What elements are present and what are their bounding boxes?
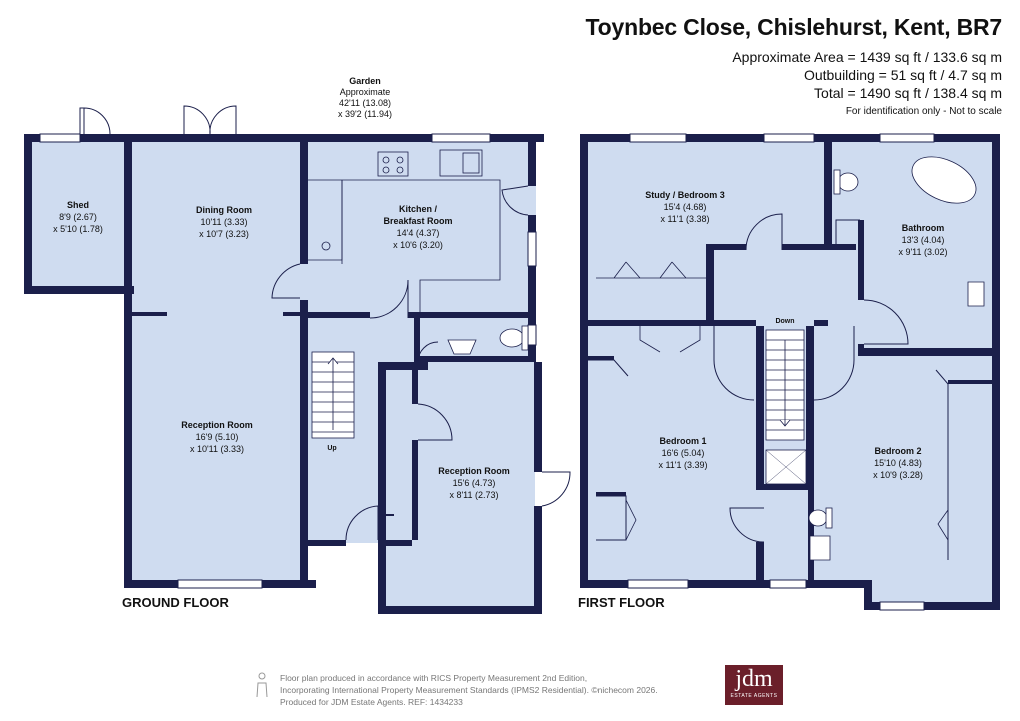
room-label-shed: Shed 8'9 (2.67) x 5'10 (1.78) [53,200,103,234]
first-floor-labels: Study / Bedroom 3 15'4 (4.68) x 11'1 (3.… [645,190,947,480]
svg-text:x 10'7 (3.23): x 10'7 (3.23) [199,229,249,239]
footer-notes: Floor plan produced in accordance with R… [280,672,658,708]
garden-label: Garden Approximate 42'11 (13.08) x 39'2 … [338,76,392,119]
svg-text:Kitchen /: Kitchen / [399,204,438,214]
svg-text:x 10'11 (3.33): x 10'11 (3.33) [190,444,244,454]
person-icon [256,672,268,698]
svg-text:x 9'11 (3.02): x 9'11 (3.02) [898,247,947,257]
svg-text:Bedroom 2: Bedroom 2 [874,446,921,456]
logo-text: jdm [735,666,773,692]
svg-text:x 39'2 (11.94): x 39'2 (11.94) [338,109,392,119]
svg-text:x 11'1 (3.38): x 11'1 (3.38) [660,214,709,224]
svg-text:Breakfast Room: Breakfast Room [383,216,452,226]
svg-text:16'9 (5.10): 16'9 (5.10) [196,432,239,442]
first-floor-label: FIRST FLOOR [578,595,665,610]
footer-line-1: Floor plan produced in accordance with R… [280,673,588,683]
room-label-reception-room-1: Reception Room 16'9 (5.10) x 10'11 (3.33… [181,420,253,454]
footer-line-3: Produced for JDM Estate Agents. REF: 143… [280,697,463,707]
svg-text:42'11 (13.08): 42'11 (13.08) [339,98,391,108]
svg-text:Shed: Shed [67,200,89,210]
svg-text:Bedroom 1: Bedroom 1 [659,436,706,446]
footer-line-2: Incorporating International Property Mea… [280,685,658,695]
svg-text:Reception Room: Reception Room [438,466,510,476]
svg-text:10'11 (3.33): 10'11 (3.33) [200,217,247,227]
svg-text:Reception Room: Reception Room [181,420,253,430]
stairs-down-label: Down [775,318,794,325]
jdm-logo: jdm ESTATE AGENTS [725,665,783,705]
room-label-bedroom-1: Bedroom 1 16'6 (5.04) x 11'1 (3.39) [658,436,707,470]
first-floor-plan [580,133,1000,611]
room-label-bathroom: Bathroom 13'3 (4.04) x 9'11 (3.02) [898,223,947,257]
svg-text:13'3 (4.04): 13'3 (4.04) [902,235,945,245]
room-label-dining-room: Dining Room 10'11 (3.33) x 10'7 (3.23) [196,205,252,239]
approximate-area: Approximate Area = 1439 sq ft / 133.6 sq… [732,49,1002,65]
svg-text:15'10 (4.83): 15'10 (4.83) [874,458,922,468]
svg-text:14'4 (4.37): 14'4 (4.37) [397,228,440,238]
svg-text:Approximate: Approximate [340,87,391,97]
room-label-study-bedroom-3: Study / Bedroom 3 15'4 (4.68) x 11'1 (3.… [645,190,725,224]
svg-text:Study / Bedroom 3: Study / Bedroom 3 [645,190,725,200]
svg-text:15'6 (4.73): 15'6 (4.73) [453,478,496,488]
svg-text:Bathroom: Bathroom [902,223,945,233]
ground-floor-label: GROUND FLOOR [122,595,229,610]
ground-floor-plan [24,105,571,614]
svg-text:x 10'9 (3.28): x 10'9 (3.28) [873,470,923,480]
svg-text:x 5'10 (1.78): x 5'10 (1.78) [53,224,103,234]
room-label-kitchen: Kitchen / Breakfast Room 14'4 (4.37) x 1… [383,204,452,250]
total-area: Total = 1490 sq ft / 138.4 sq m [814,85,1002,101]
svg-text:Dining Room: Dining Room [196,205,252,215]
identification-note: For identification only - Not to scale [845,106,1002,117]
svg-text:x 8'11 (2.73): x 8'11 (2.73) [449,490,498,500]
svg-text:8'9 (2.67): 8'9 (2.67) [59,212,97,222]
room-label-reception-room-2: Reception Room 15'6 (4.73) x 8'11 (2.73) [438,466,510,500]
room-label-bedroom-2: Bedroom 2 15'10 (4.83) x 10'9 (3.28) [873,446,923,480]
outbuilding-area: Outbuilding = 51 sq ft / 4.7 sq m [803,67,1002,83]
svg-text:15'4 (4.68): 15'4 (4.68) [664,202,707,212]
svg-text:Garden: Garden [349,76,381,86]
svg-text:16'6 (5.04): 16'6 (5.04) [662,448,705,458]
svg-text:x 11'1 (3.39): x 11'1 (3.39) [658,460,707,470]
logo-subtext: ESTATE AGENTS [730,693,778,699]
svg-text:x 10'6 (3.20): x 10'6 (3.20) [393,240,443,250]
stairs-up-label: Up [327,445,336,452]
property-title: Toynbec Close, Chislehurst, Kent, BR7 [585,14,1003,40]
ground-floor-labels: Shed 8'9 (2.67) x 5'10 (1.78) Dining Roo… [53,200,510,500]
